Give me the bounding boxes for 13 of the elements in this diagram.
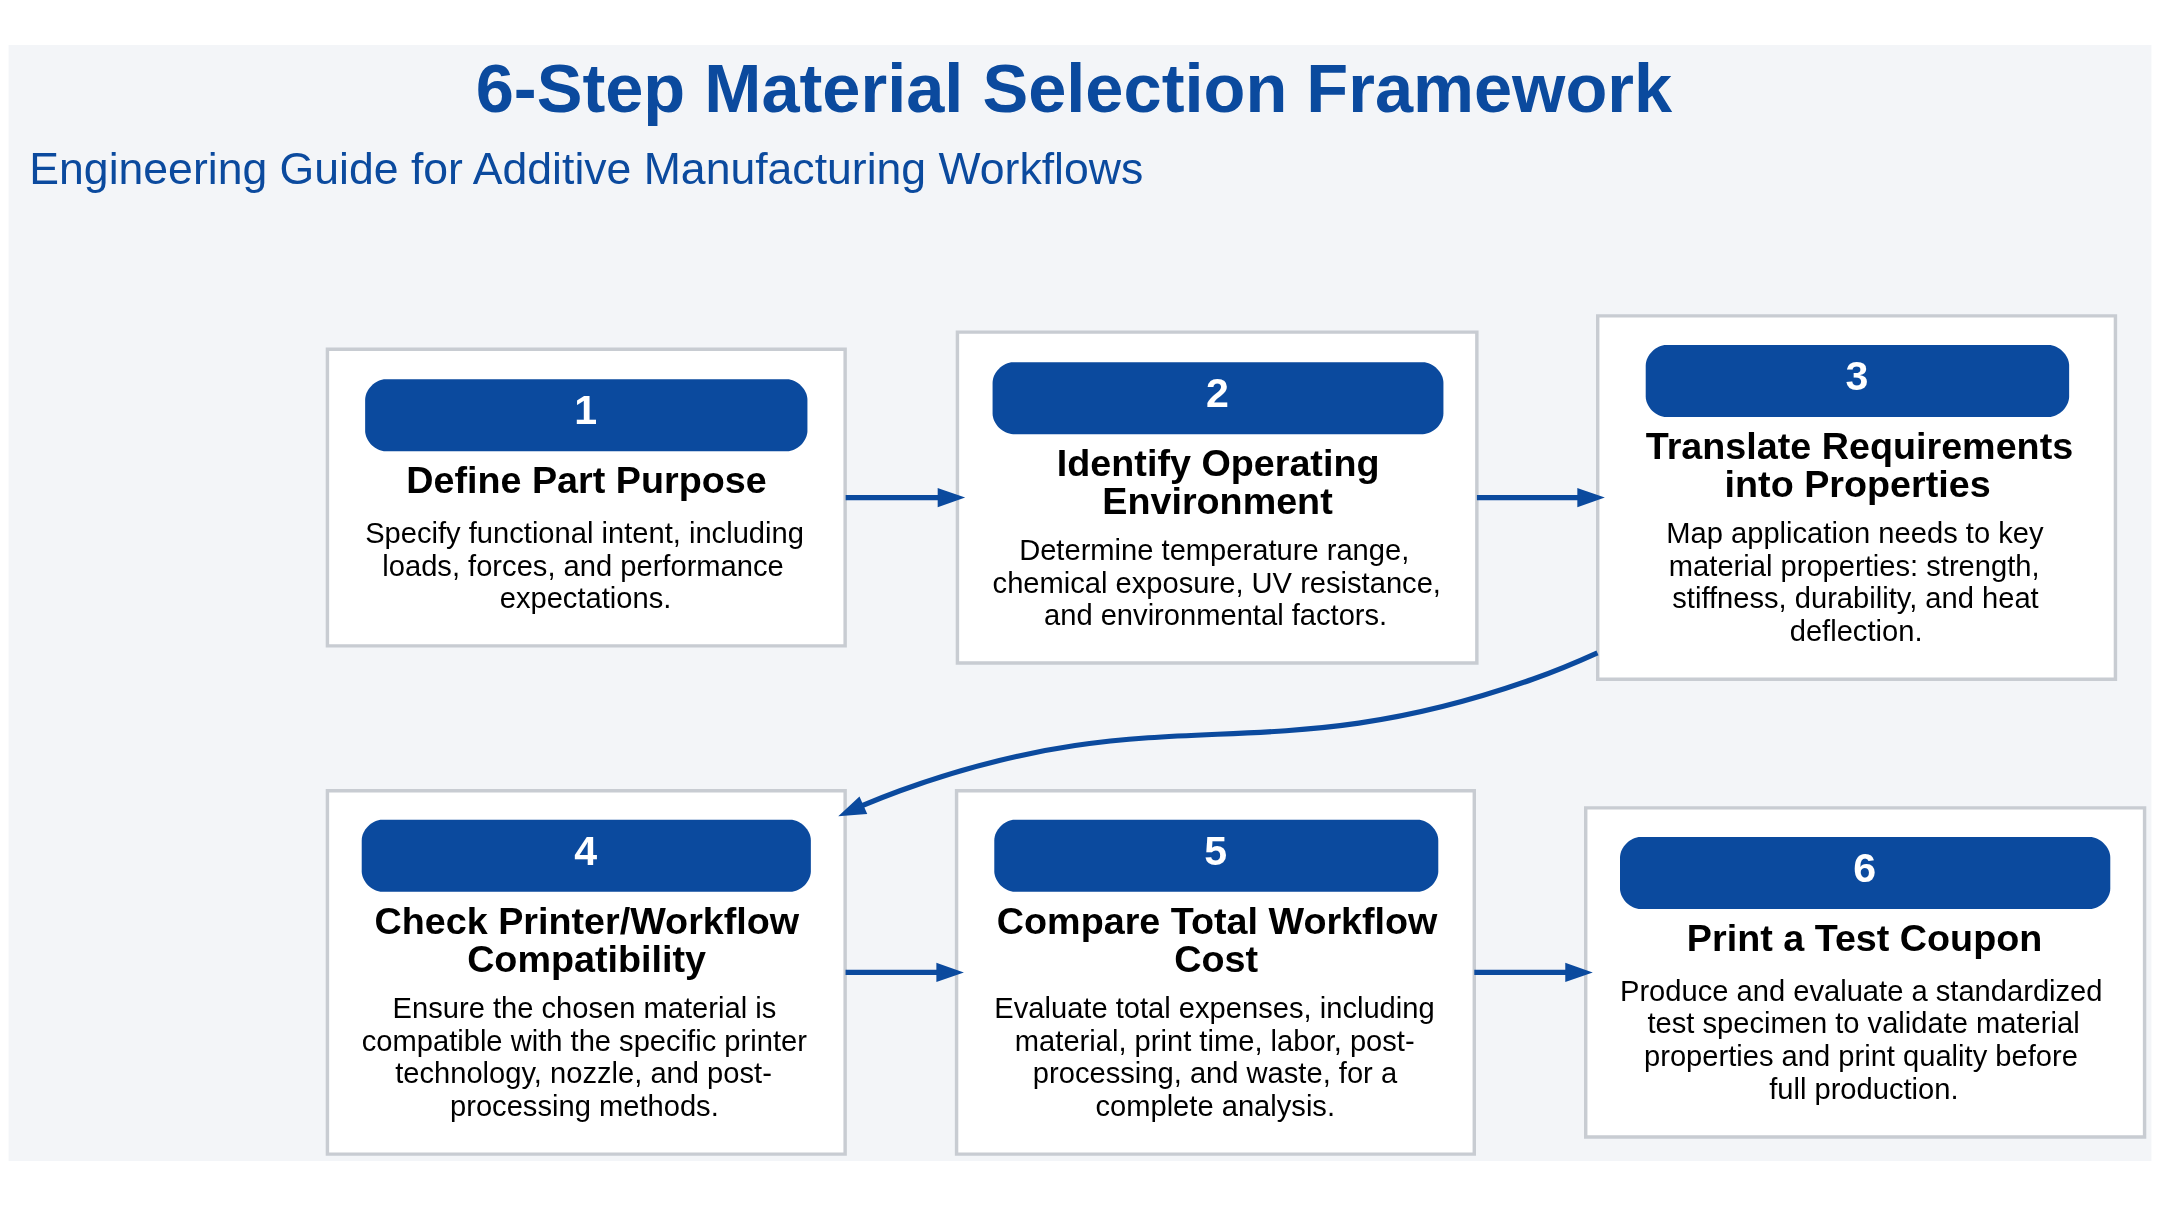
arrow xyxy=(838,650,1599,817)
diagram-title: 6-Step Material Selection Framework xyxy=(475,49,1673,127)
node-box: 3 Translate Requirements into Properties Map application needs to key material properties: strength, stiffness, durability, and heat deflection. xyxy=(1596,314,2118,681)
node-box: 1 Define Part Purpose Specify functional intent, including loads, forces, and performance expectations. xyxy=(325,347,847,648)
arrow xyxy=(1474,962,1593,983)
arrow xyxy=(1476,487,1605,508)
node-box: 6 Print a Test Coupon Produce and evaluate a standardized test specimen to validate material properties and print quality before full production. xyxy=(1584,806,2147,1139)
node-box: 5 Compare Total Workflow Cost Evaluate total expenses, including material, print time, labor, post-processing, and waste, for a complete analysis. xyxy=(954,789,1476,1156)
node-box: 2 Identify Operating Environment Determine temperature range, chemical exposure, UV resistance, and environmental factors. xyxy=(955,330,1479,665)
node-box: 4 Check Printer/Workflow Compatibility Ensure the chosen material is compatible with the specific printer technology, nozzle, and post-processing methods. xyxy=(325,789,847,1156)
arrow xyxy=(845,487,966,508)
arrow xyxy=(845,962,964,983)
label: Engineering Guide for Additive Manufacturing Workflows xyxy=(29,143,1144,193)
